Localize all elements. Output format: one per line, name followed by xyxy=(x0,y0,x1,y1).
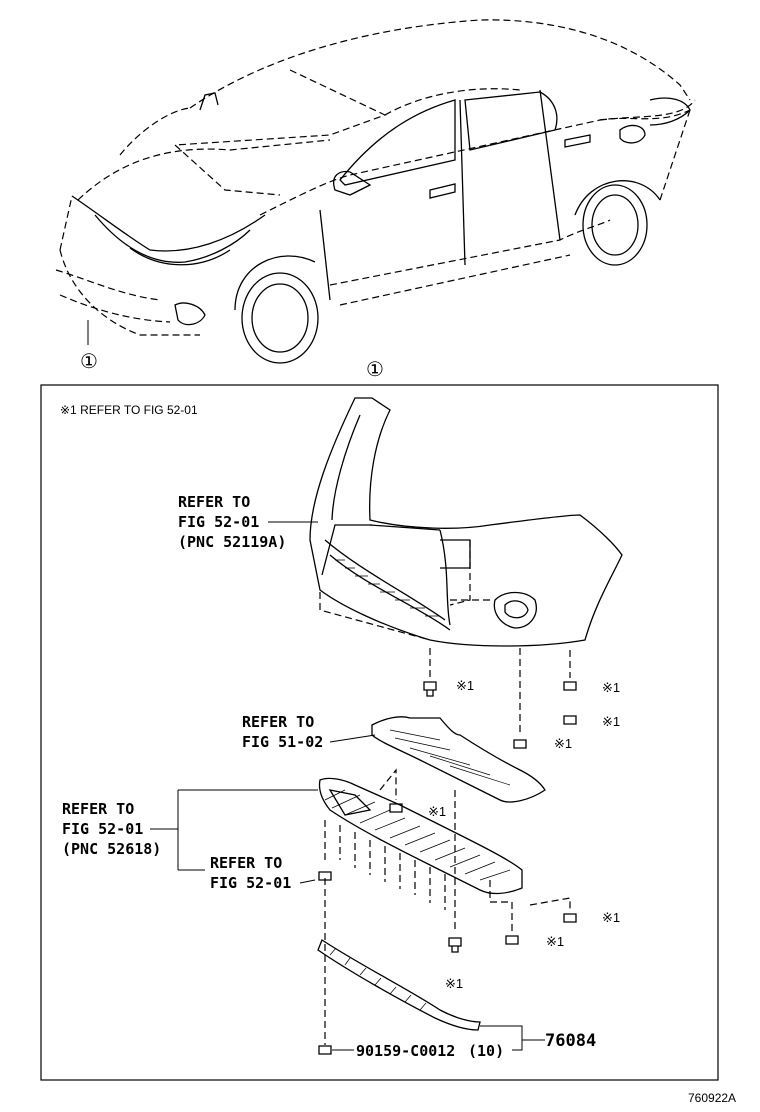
svg-text:※1: ※1 xyxy=(456,678,474,693)
svg-text:※1: ※1 xyxy=(602,714,620,729)
bumper-fasteners: ※1 ※1 ※1 ※1 xyxy=(423,648,620,751)
svg-text:※1: ※1 xyxy=(602,680,620,695)
svg-text:※1: ※1 xyxy=(428,804,446,819)
svg-text:※1: ※1 xyxy=(602,910,620,925)
lower-spoiler xyxy=(317,939,481,1031)
cover-reference: REFER TO FIG 51-02 xyxy=(242,713,376,751)
figure-id: 760922A xyxy=(688,1091,736,1105)
under-cover xyxy=(371,716,546,803)
detail-frame xyxy=(40,384,719,1081)
svg-text:90159-C0012: 90159-C0012 xyxy=(356,1042,455,1060)
svg-text:FIG 52-01: FIG 52-01 xyxy=(178,513,259,531)
svg-text:REFER TO: REFER TO xyxy=(242,713,314,731)
svg-text:(PNC 52618): (PNC 52618) xyxy=(62,840,161,858)
svg-text:REFER TO: REFER TO xyxy=(62,800,134,818)
svg-text:(10): (10) xyxy=(468,1042,504,1060)
svg-text:REFER TO: REFER TO xyxy=(178,493,250,511)
svg-text:FIG 52-01: FIG 52-01 xyxy=(210,874,291,892)
bumper-reference: REFER TO FIG 52-01 (PNC 52119A) xyxy=(178,493,318,551)
frame-callout: ① xyxy=(366,357,384,381)
svg-text:※1: ※1 xyxy=(445,976,463,991)
svg-text:(PNC 52119A): (PNC 52119A) xyxy=(178,533,286,551)
front-bumper-cover xyxy=(309,397,623,647)
svg-text:REFER TO: REFER TO xyxy=(210,854,282,872)
reinforcement-lower-reference: REFER TO FIG 52-01 xyxy=(210,854,316,892)
reinforcement-fasteners: ※1 ※1 ※1 ※1 xyxy=(318,768,620,1045)
svg-text:76084: 76084 xyxy=(545,1031,596,1051)
bumper-reinforcement xyxy=(318,777,523,910)
svg-text:FIG 52-01: FIG 52-01 xyxy=(62,820,143,838)
car-callout: ① xyxy=(80,349,98,373)
car-illustration xyxy=(55,19,696,364)
svg-text:※1: ※1 xyxy=(554,736,572,751)
svg-text:FIG 51-02: FIG 51-02 xyxy=(242,733,323,751)
spoiler-part-number: 76084 xyxy=(480,1025,596,1051)
clip-part-number: 90159-C0012 (10) xyxy=(318,1040,523,1060)
reinforcement-reference: REFER TO FIG 52-01 (PNC 52618) xyxy=(62,789,318,871)
fastener-note: ※1 REFER TO FIG 52-01 xyxy=(60,403,198,417)
svg-text:※1: ※1 xyxy=(546,934,564,949)
